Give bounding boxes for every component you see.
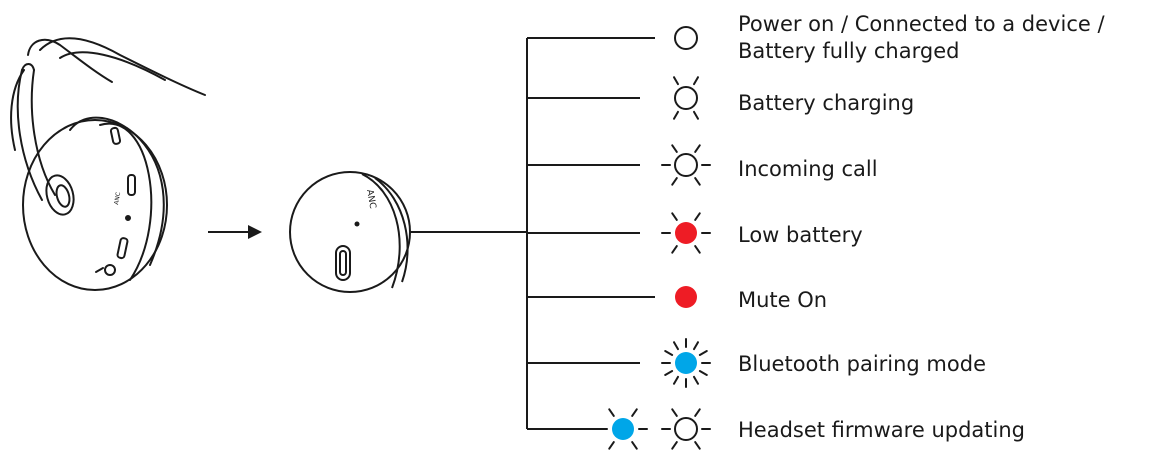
ray (671, 177, 678, 186)
ray (631, 441, 638, 450)
led-incoming-call-icon (661, 144, 711, 186)
ray (671, 144, 678, 153)
led-low-battery-icon (661, 212, 711, 254)
ray (698, 370, 708, 376)
led-dot (674, 417, 698, 441)
led-bt-pairing-icon (661, 338, 711, 388)
ray (694, 212, 701, 221)
legend-label-low-battery: Low battery (738, 223, 863, 247)
legend-label-bt-pairing: Bluetooth pairing mode (738, 352, 986, 376)
ray (664, 350, 674, 356)
legend-icons (598, 26, 711, 450)
legend-label-incoming-call: Incoming call (738, 157, 878, 181)
led-dot (675, 352, 697, 374)
led-power-icon (674, 26, 698, 50)
led-dot (674, 26, 698, 50)
ray (608, 441, 615, 450)
ray (693, 110, 699, 120)
ray (673, 341, 679, 351)
ray (694, 441, 701, 450)
led-dot (674, 153, 698, 177)
ray (671, 212, 678, 221)
led-firmware-icon (598, 408, 648, 450)
ray (693, 341, 699, 351)
headset-illustration (10, 37, 206, 291)
legend-label-mute-on: Mute On (738, 288, 828, 312)
ray (673, 76, 679, 86)
anc-closeup-label: ANC (364, 189, 377, 210)
led-charging-icon (673, 76, 699, 120)
ray (664, 370, 674, 376)
ray (694, 408, 701, 417)
ray (673, 375, 679, 385)
ray (608, 408, 615, 417)
ray (694, 245, 701, 254)
legend-label-power: Power on / Connected to a device / Batte… (738, 12, 1105, 63)
led-dot (675, 286, 697, 308)
ray (693, 375, 699, 385)
arrow-icon (208, 225, 262, 239)
led-dot (675, 222, 697, 244)
led-closeup-circle (289, 171, 527, 293)
legend-label-firmware: Headset firmware updating (738, 418, 1025, 442)
ray (673, 110, 679, 120)
ray (694, 177, 701, 186)
ray (671, 441, 678, 450)
ray (671, 245, 678, 254)
ray (693, 76, 699, 86)
led-dot (674, 86, 698, 110)
led-firmware-icon (661, 408, 711, 450)
legend-label-charging: Battery charging (738, 91, 915, 115)
ray (631, 408, 638, 417)
ray (698, 350, 708, 356)
led-mute-on-icon (675, 286, 697, 308)
legend-tree-lines (526, 37, 655, 430)
led-dot (612, 418, 634, 440)
ray (694, 144, 701, 153)
ray (671, 408, 678, 417)
anc-small-label: ANC (113, 192, 122, 206)
